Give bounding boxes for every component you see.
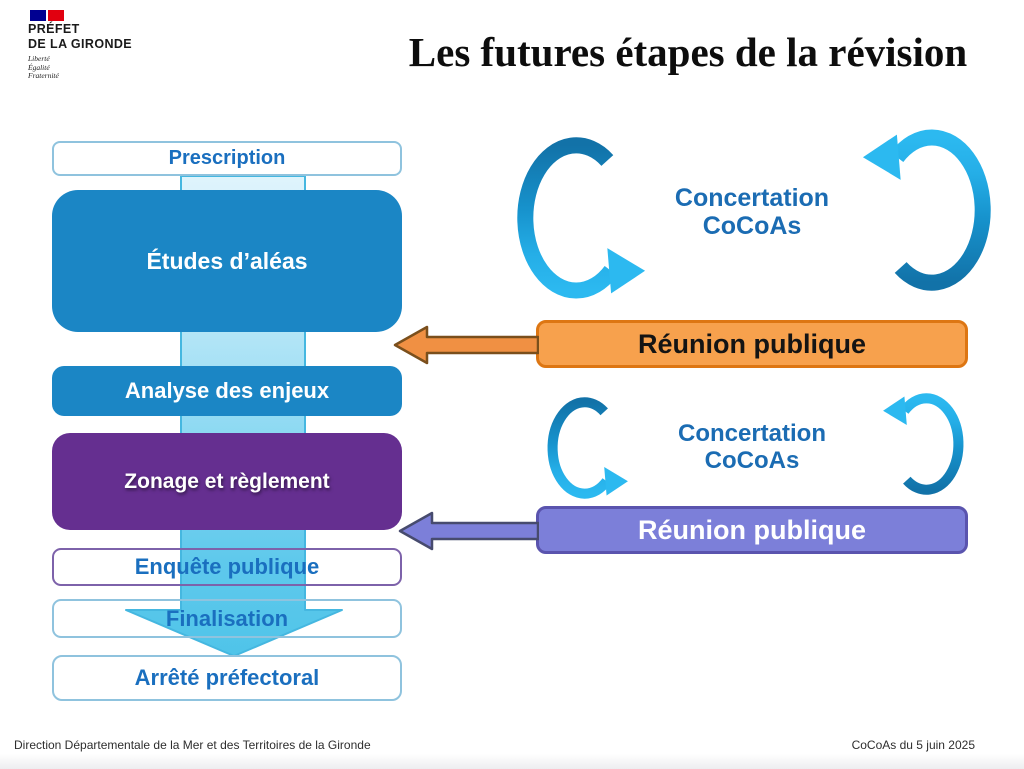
concertation-label-2: Concertation CoCoAs: [620, 420, 884, 475]
step-enquete-publique: Enquête publique: [52, 548, 402, 586]
reunion-publique-bar-1: Réunion publique: [536, 320, 968, 368]
step-finalisation: Finalisation: [52, 599, 402, 638]
cycle-arrow-left-icon: [545, 394, 629, 502]
bottom-strip: [0, 754, 1024, 769]
concertation-line-2: CoCoAs: [704, 446, 800, 474]
motto-line: Liberté: [28, 54, 50, 63]
page-title: Les futures étapes de la révision: [408, 29, 968, 75]
reunion-publique-label: Réunion publique: [638, 328, 866, 359]
logo-line-1: PRÉFET: [28, 22, 80, 36]
left-arrow-purple-icon: [398, 511, 539, 551]
step-zonage-reglement: Zonage et règlement: [52, 433, 402, 530]
footer-date: CoCoAs du 5 juin 2025: [851, 738, 975, 752]
logo-line-2: DE LA GIRONDE: [28, 37, 133, 51]
motto-line: Égalité: [28, 62, 50, 72]
step-label: Prescription: [168, 147, 286, 169]
reunion-publique-bar-2: Réunion publique: [536, 506, 968, 554]
logo-motto: Liberté Égalité Fraternité: [28, 54, 228, 81]
step-label: Enquête publique: [134, 554, 320, 579]
step-label: Arrêté préfectoral: [134, 665, 320, 690]
step-label: Études d’aléas: [146, 247, 308, 274]
step-arrete-prefectoral: Arrêté préfectoral: [52, 655, 402, 701]
cycle-arrow-right-icon: [882, 390, 966, 498]
concertation-line-2: CoCoAs: [702, 212, 802, 240]
prefecture-logo: PRÉFET DE LA GIRONDE Liberté Égalité Fra…: [28, 10, 228, 81]
concertation-line-1: Concertation: [677, 420, 826, 447]
motto-line: Fraternité: [28, 71, 59, 80]
step-label: Zonage et règlement: [124, 469, 330, 493]
flag-icon: [30, 10, 228, 21]
step-analyse-enjeux: Analyse des enjeux: [52, 366, 402, 416]
step-label: Analyse des enjeux: [124, 378, 330, 403]
footer-organization: Direction Départementale de la Mer et de…: [14, 738, 371, 752]
step-etudes-aleas: Études d’aléas: [52, 190, 402, 332]
left-arrow-orange-icon: [393, 325, 539, 365]
step-prescription: Prescription: [52, 141, 402, 176]
step-label: Finalisation: [165, 605, 289, 631]
concertation-line-1: Concertation: [674, 184, 830, 212]
reunion-publique-label: Réunion publique: [638, 514, 866, 545]
concertation-label-1: Concertation CoCoAs: [620, 184, 884, 240]
